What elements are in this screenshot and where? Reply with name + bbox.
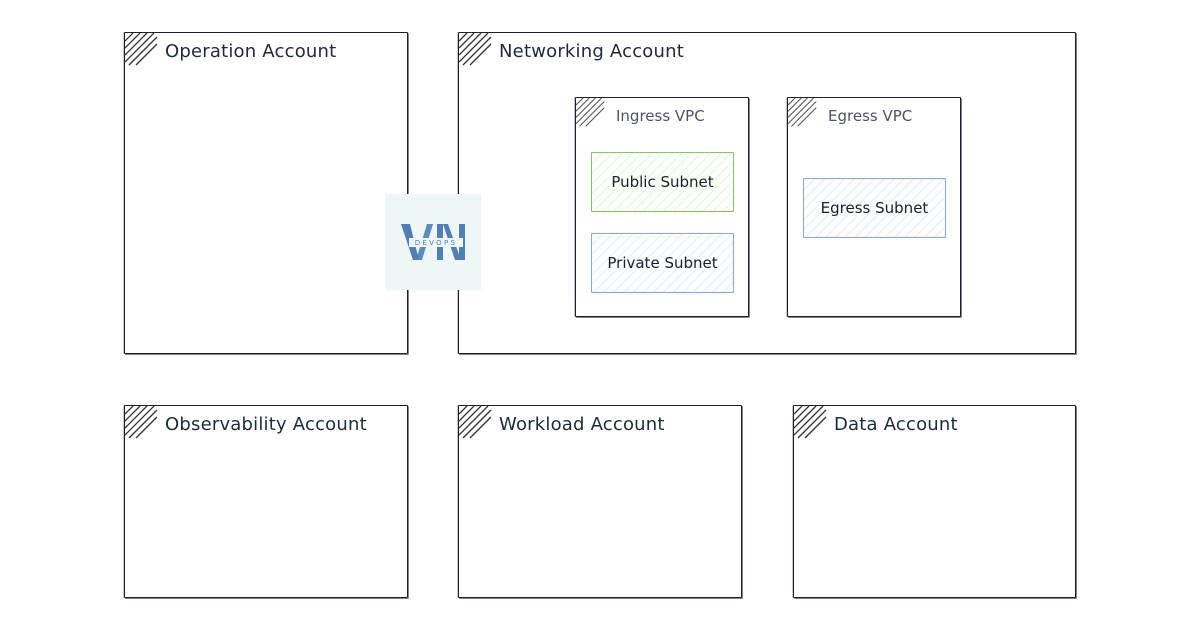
- private-subnet: Private Subnet: [591, 233, 734, 293]
- hatch-icon: [576, 98, 605, 127]
- networking-account-title: Networking Account: [499, 41, 684, 62]
- egress-vpc-box: Egress VPC Egress Subnet: [787, 97, 961, 317]
- observability-account-box: Observability Account: [124, 405, 408, 598]
- hatch-icon: [459, 33, 492, 66]
- vn-devops-logo-icon: DEVOPS: [401, 224, 465, 260]
- operation-account-title: Operation Account: [165, 41, 337, 62]
- hatch-icon: [788, 98, 817, 127]
- hatch-icon: [125, 33, 158, 66]
- workload-account-box: Workload Account: [458, 405, 742, 598]
- hatch-icon: [125, 406, 158, 439]
- egress-subnet: Egress Subnet: [803, 178, 946, 238]
- ingress-vpc-box: Ingress VPC Public Subnet Private Subnet: [575, 97, 749, 317]
- hatch-icon: [459, 406, 492, 439]
- operation-account-box: Operation Account: [124, 32, 408, 354]
- egress-vpc-title: Egress VPC: [828, 107, 913, 125]
- workload-account-title: Workload Account: [499, 414, 665, 435]
- observability-account-title: Observability Account: [165, 414, 367, 435]
- public-subnet: Public Subnet: [591, 152, 734, 212]
- devops-logo: DEVOPS: [385, 194, 481, 290]
- data-account-box: Data Account: [793, 405, 1076, 598]
- networking-account-box: Networking Account Ingress VPC Public Su…: [458, 32, 1076, 354]
- logo-text: DEVOPS: [415, 239, 457, 247]
- hatch-icon: [794, 406, 827, 439]
- ingress-vpc-title: Ingress VPC: [616, 107, 705, 125]
- data-account-title: Data Account: [834, 414, 958, 435]
